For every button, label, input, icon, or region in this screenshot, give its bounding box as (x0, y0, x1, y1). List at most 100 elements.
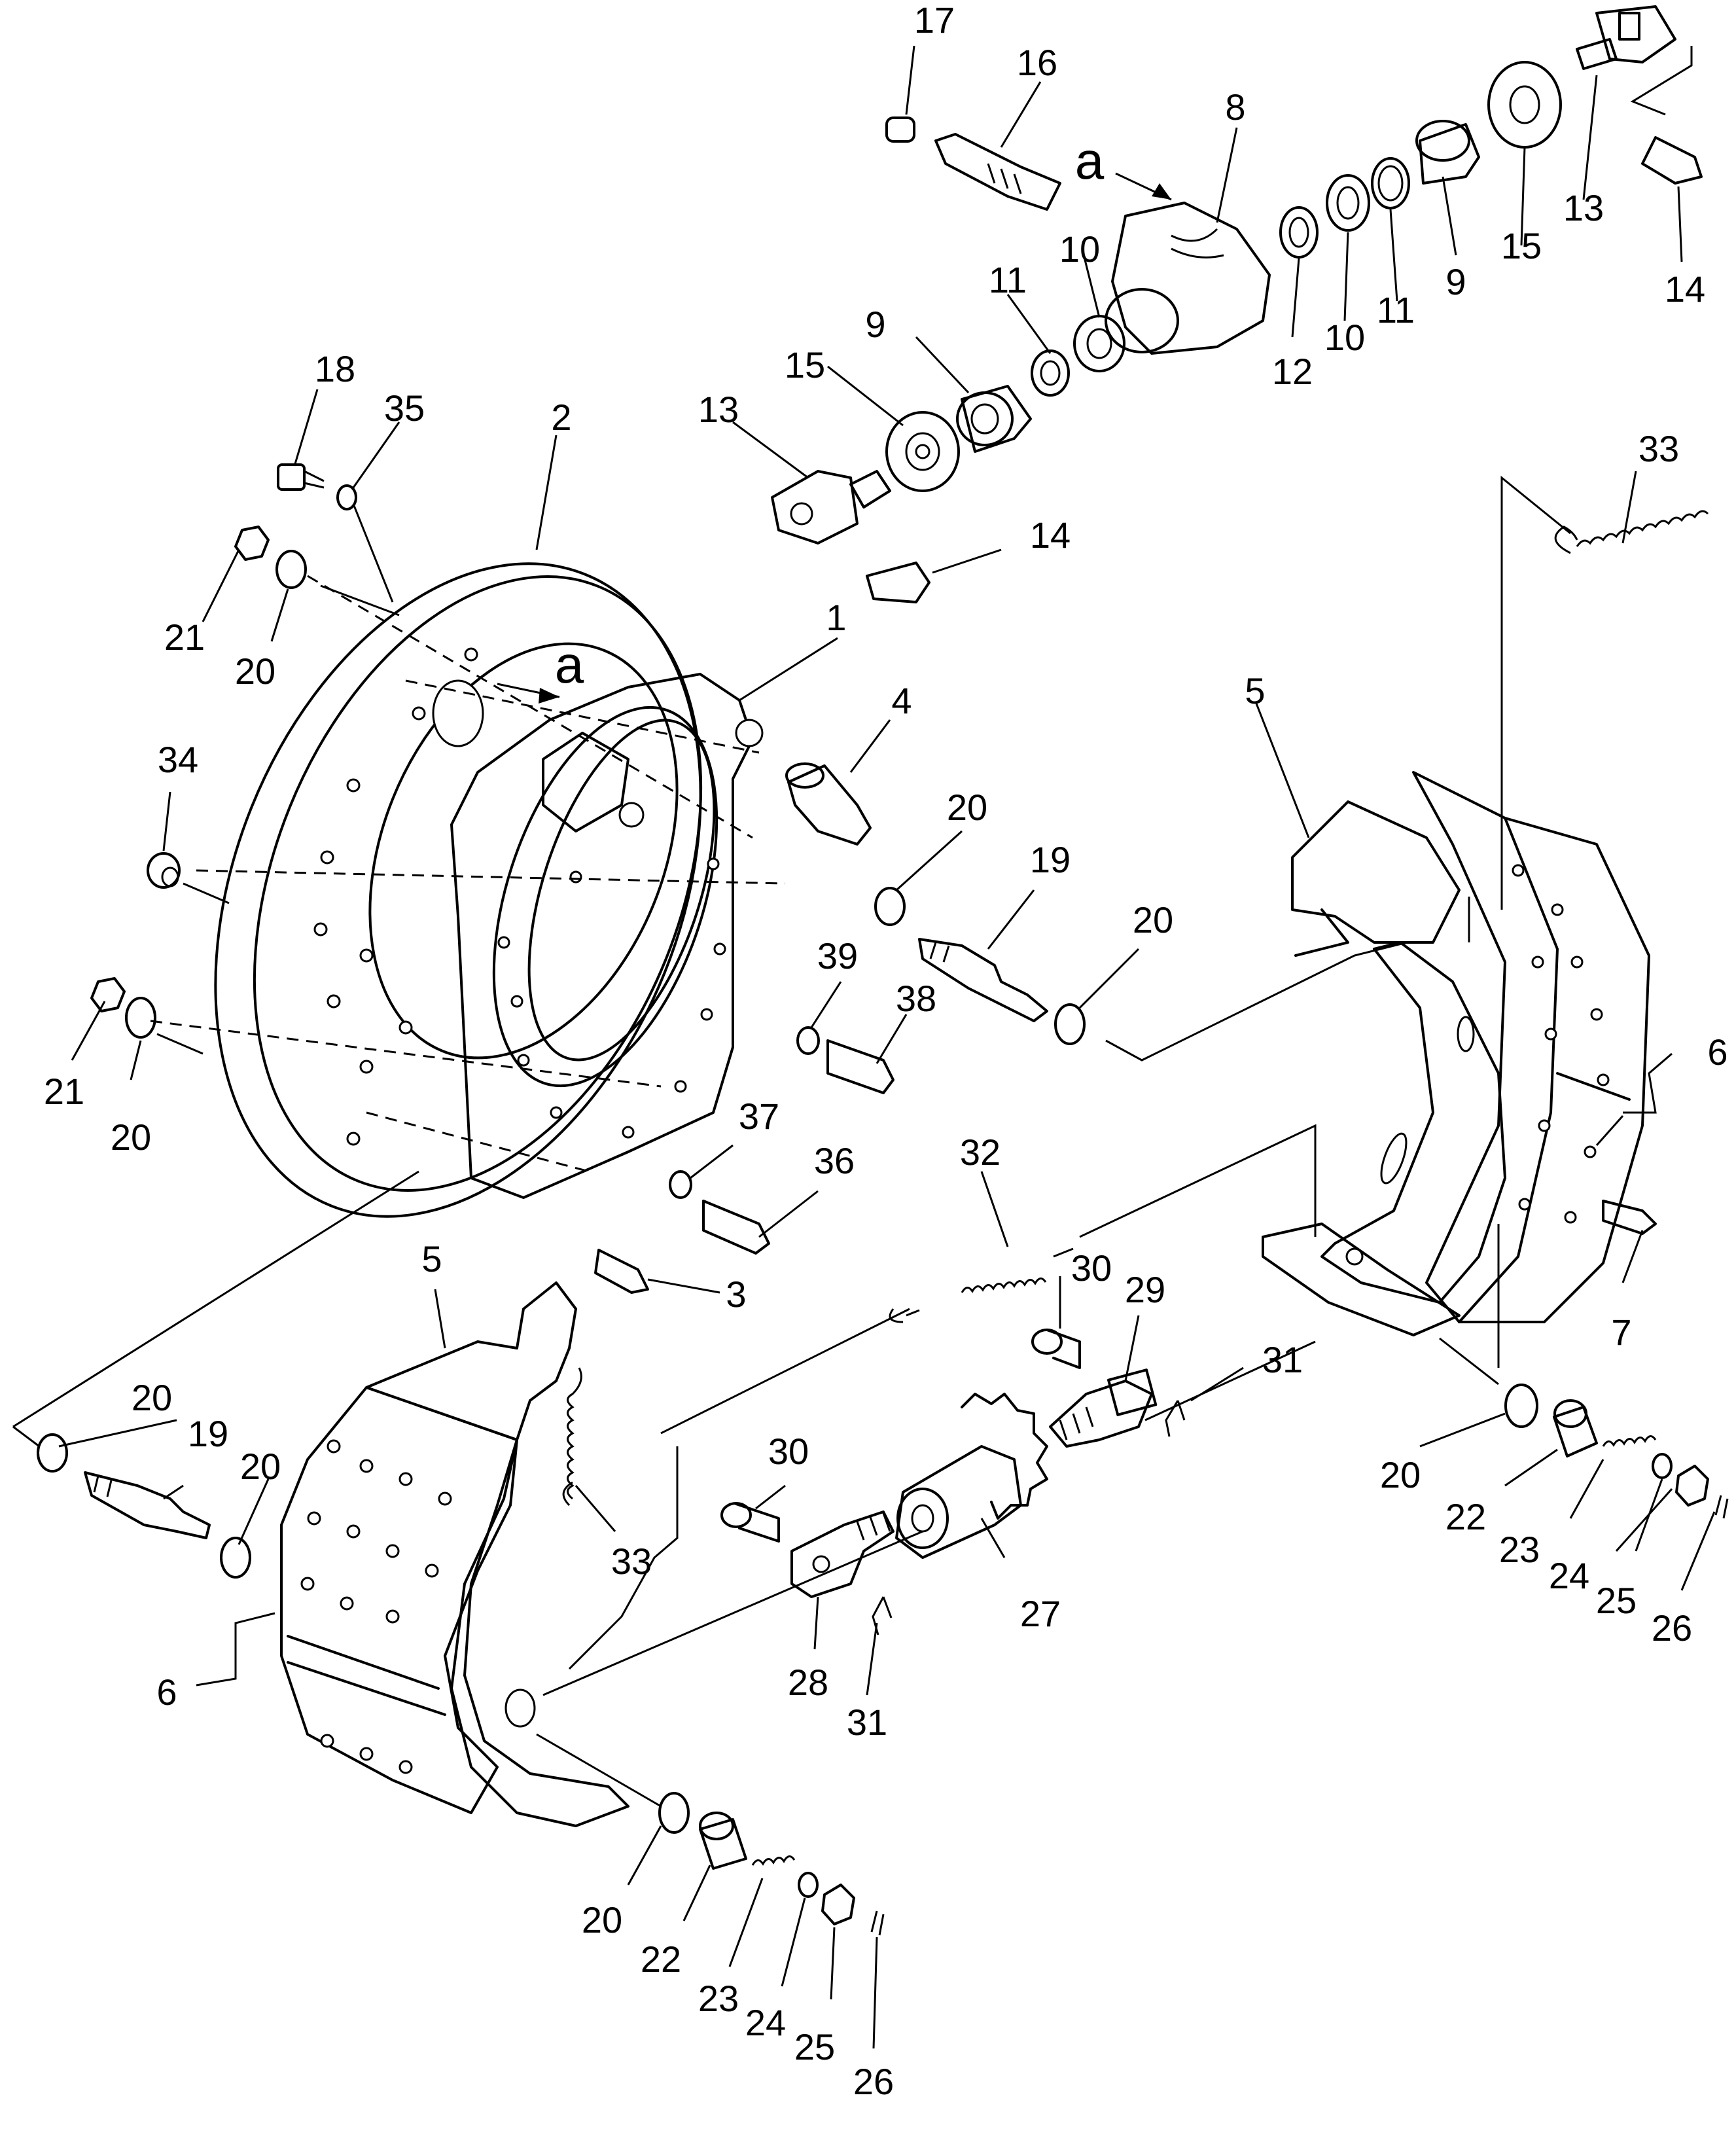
washer-20-left-lower-part (658, 1792, 690, 1834)
right-shoe-assembly (1262, 475, 1729, 1519)
callout-5: 5 (421, 1238, 442, 1279)
nut-21-lower-part (90, 977, 126, 1012)
bleeder-screw-part (934, 133, 1061, 211)
callout-20: 20 (132, 1377, 172, 1418)
shoe-lining-left-part (280, 1386, 518, 1814)
ring-left-part (1031, 349, 1070, 397)
callout-16: 16 (1017, 42, 1057, 83)
callout-20: 20 (1380, 1454, 1421, 1495)
callout-23: 23 (698, 1978, 739, 2019)
callout-9: 9 (865, 304, 885, 345)
washer-20-center-part (874, 887, 906, 926)
lock-washer-35-part (336, 484, 357, 510)
callout-20: 20 (240, 1446, 281, 1487)
adjusting-screw-29-part (1049, 1368, 1158, 1448)
callout-11: 11 (989, 259, 1027, 300)
pin-30-upper-part (1031, 1329, 1081, 1369)
pin-left-part (866, 562, 930, 603)
callout-26: 26 (1652, 1607, 1692, 1649)
washer-20-right-lower-part (1504, 1384, 1538, 1428)
bleeder-cap-part (885, 116, 915, 143)
washer-20-right-part (1054, 1003, 1086, 1045)
spring-23-left-part (751, 1855, 796, 1866)
callout-20: 20 (1133, 899, 1173, 940)
callout-18: 18 (315, 348, 355, 389)
callout-37: 37 (739, 1096, 779, 1137)
cotter-pin-26-right-part (1714, 1495, 1729, 1519)
piston-right-part (1415, 120, 1480, 185)
callout-14: 14 (1030, 514, 1071, 556)
washer-24-left-part (798, 1872, 819, 1898)
nut-34-part (147, 852, 181, 889)
callout-leaders (58, 45, 1716, 2049)
pin-30-lower-part (720, 1502, 780, 1543)
view-label-top: a (1075, 132, 1105, 190)
callout-22: 22 (641, 1939, 681, 1980)
boot-right-part (1487, 61, 1562, 149)
spring-23-right-part (1602, 1435, 1657, 1447)
clevis-28-part (790, 1510, 895, 1598)
callout-6: 6 (1707, 1031, 1727, 1073)
callout-38: 38 (896, 978, 936, 1019)
callout-20: 20 (235, 651, 275, 692)
callout-19: 19 (1030, 839, 1071, 880)
callout-12: 12 (1272, 351, 1313, 392)
callout-31: 31 (847, 1702, 887, 1743)
callout-33: 33 (1639, 428, 1679, 469)
callout-30: 30 (768, 1431, 809, 1472)
backing-plate-part (450, 673, 764, 1199)
bolt-3-part (594, 1249, 649, 1294)
left-shoe-assembly (37, 1281, 885, 1936)
callout-8: 8 (1225, 86, 1245, 128)
callout-24: 24 (1549, 1555, 1589, 1596)
callout-labels: 17 16 8 13 14 15 9 11 10 12 10 11 9 15 1… (44, 0, 1728, 2102)
ring-right-part (1371, 157, 1410, 209)
washer-20-left-inner-part (220, 1537, 251, 1579)
adjuster-spring-part (889, 1247, 1074, 1323)
washer-39-part (796, 1026, 820, 1055)
callout-31: 31 (1262, 1339, 1303, 1380)
return-spring-upper-part (1554, 510, 1709, 554)
callout-28: 28 (788, 1662, 828, 1703)
anchor-pin-part (785, 762, 872, 846)
callout-9: 9 (1445, 261, 1466, 302)
callout-26: 26 (853, 2061, 894, 2102)
nut-25-right-part (1675, 1465, 1709, 1507)
callout-14: 14 (1665, 268, 1705, 310)
callout-27: 27 (1020, 1593, 1061, 1634)
callout-5: 5 (1245, 670, 1265, 711)
boot-left-part (885, 411, 960, 492)
callout-20: 20 (947, 787, 987, 828)
push-rod-left-part (771, 470, 891, 545)
callout-35: 35 (384, 387, 425, 429)
callout-4: 4 (891, 680, 912, 721)
callout-19: 19 (188, 1413, 228, 1454)
assembly-lines (12, 503, 1499, 1808)
shoe-rim-left-part (450, 1438, 629, 1827)
pin-right-part (1641, 136, 1703, 185)
wheel-cylinder-group (771, 5, 1703, 603)
callout-17: 17 (914, 0, 955, 41)
boot-spring-part (1279, 206, 1319, 259)
callout-34: 34 (158, 739, 198, 780)
callout-29: 29 (1125, 1269, 1165, 1310)
callout-20: 20 (582, 1899, 622, 1940)
callout-39: 39 (817, 935, 858, 976)
wheel-cylinder-body-part (1105, 202, 1271, 355)
nut-21-upper-part (234, 526, 270, 561)
callout-10: 10 (1059, 228, 1100, 270)
return-spring-lower-part (562, 1367, 582, 1507)
shoe-lining-right-part (1412, 771, 1650, 1323)
callout-7: 7 (1611, 1312, 1631, 1353)
cotter-pin-26-left-part (870, 1910, 885, 1936)
bushing-22-right-part (1553, 1399, 1598, 1457)
callout-6: 6 (156, 1671, 177, 1713)
callout-15: 15 (1501, 225, 1542, 266)
washer-20-upper-part (275, 550, 307, 589)
callout-15: 15 (785, 344, 825, 385)
callout-21: 21 (44, 1071, 84, 1112)
piston-left-part (956, 385, 1032, 453)
cup-seal-right-part (1326, 174, 1370, 232)
callout-2: 2 (551, 397, 571, 438)
